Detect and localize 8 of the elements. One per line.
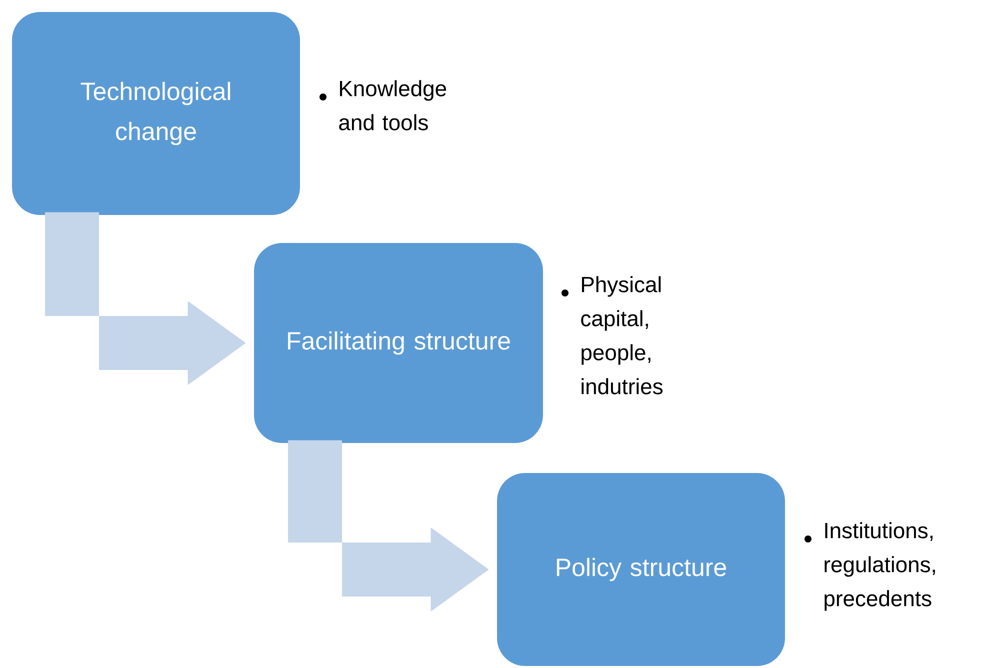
process-box: Policy structure [497,473,785,666]
bullet-text: Knowledge and tools [339,80,446,130]
bent-arrow [288,440,489,612]
bullet-text: Physical capital, people, indutries [581,276,663,394]
bent-arrow [45,212,246,385]
process-box: Facilitating structure [254,243,543,443]
bullet-text: Institutions, regulations, precedents [824,522,935,611]
process-box: Technological change [12,12,300,215]
